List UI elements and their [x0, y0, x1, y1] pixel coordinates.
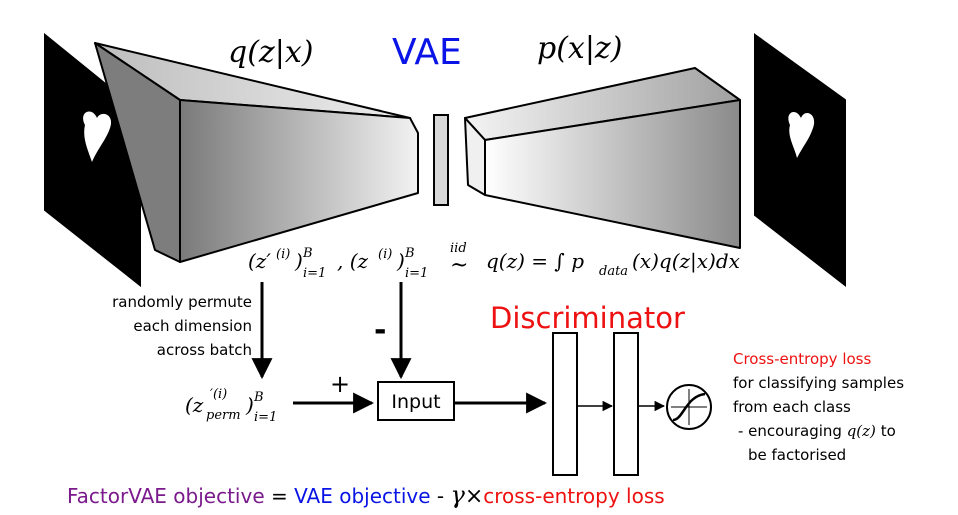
encoder-label: q(z|x) [228, 35, 313, 70]
svg-text:): ) [294, 249, 303, 273]
svg-text:be factorised: be factorised [748, 446, 846, 464]
loss-description: Cross-entropy loss for classifying sampl… [733, 350, 904, 464]
svg-text:iid: iid [450, 241, 467, 256]
svg-text:′(i): ′(i) [210, 387, 227, 402]
svg-text:): ) [245, 393, 254, 417]
svg-text:(z′: (z′ [248, 249, 271, 273]
svg-text:~: ~ [450, 253, 468, 278]
svg-text:i=1: i=1 [303, 266, 326, 281]
svg-text:(i): (i) [276, 247, 290, 262]
input-box [377, 381, 455, 421]
svg-text:i=1: i=1 [254, 410, 277, 425]
svg-text:, (z: , (z [337, 249, 369, 273]
svg-text:B: B [253, 390, 264, 405]
decoder-label: p(x|z) [537, 31, 622, 66]
svg-text:for classifying samples: for classifying samples [733, 374, 904, 392]
latent-bar [433, 114, 449, 206]
objective-equation: FactorVAE objective = VAE objective - γ×… [67, 481, 665, 509]
svg-text:Cross-entropy loss: Cross-entropy loss [733, 350, 871, 368]
discriminator-title: Discriminator [490, 301, 685, 335]
discriminator-layer-2 [613, 332, 639, 476]
plus-sign: + [330, 370, 350, 398]
svg-text:randomly permute: randomly permute [112, 293, 252, 311]
svg-text:from each class: from each class [733, 398, 851, 416]
encoder-block [94, 42, 419, 263]
svg-text:- encouraging q(z) to: - encouraging q(z) to [738, 422, 896, 440]
discriminator-layer-1 [552, 332, 578, 476]
minus-sign: - [374, 313, 386, 348]
input-label: Input [391, 391, 440, 413]
svg-text:(x)q(z|x)dx: (x)q(z|x)dx [632, 249, 740, 274]
permute-description: randomly permute each dimension across b… [112, 293, 252, 359]
svg-text:(z: (z [185, 393, 204, 417]
svg-text:B: B [404, 246, 415, 261]
heart-icon [83, 111, 112, 162]
vae-title: VAE [392, 32, 462, 73]
decoder-block [464, 67, 741, 249]
svg-text:across batch: across batch [157, 341, 252, 359]
svg-text:each dimension: each dimension [133, 317, 252, 335]
svg-text:B: B [302, 246, 313, 261]
svg-text:q(z) = ∫ p: q(z) = ∫ p [486, 249, 584, 273]
svg-text:i=1: i=1 [405, 266, 428, 281]
svg-text:data: data [599, 264, 628, 279]
sigmoid-icon [666, 384, 712, 430]
samples-formula: (z′ (i) ) B i=1 , (z (i) ) B i=1 iid ~ q… [248, 241, 740, 281]
output-image-panel [754, 33, 846, 288]
svg-text:perm: perm [206, 408, 241, 423]
heart-icon [788, 111, 815, 158]
svg-text:(i): (i) [378, 247, 392, 262]
svg-text:): ) [396, 249, 405, 273]
permuted-formula: (z ′(i) perm ) B i=1 [185, 387, 277, 425]
